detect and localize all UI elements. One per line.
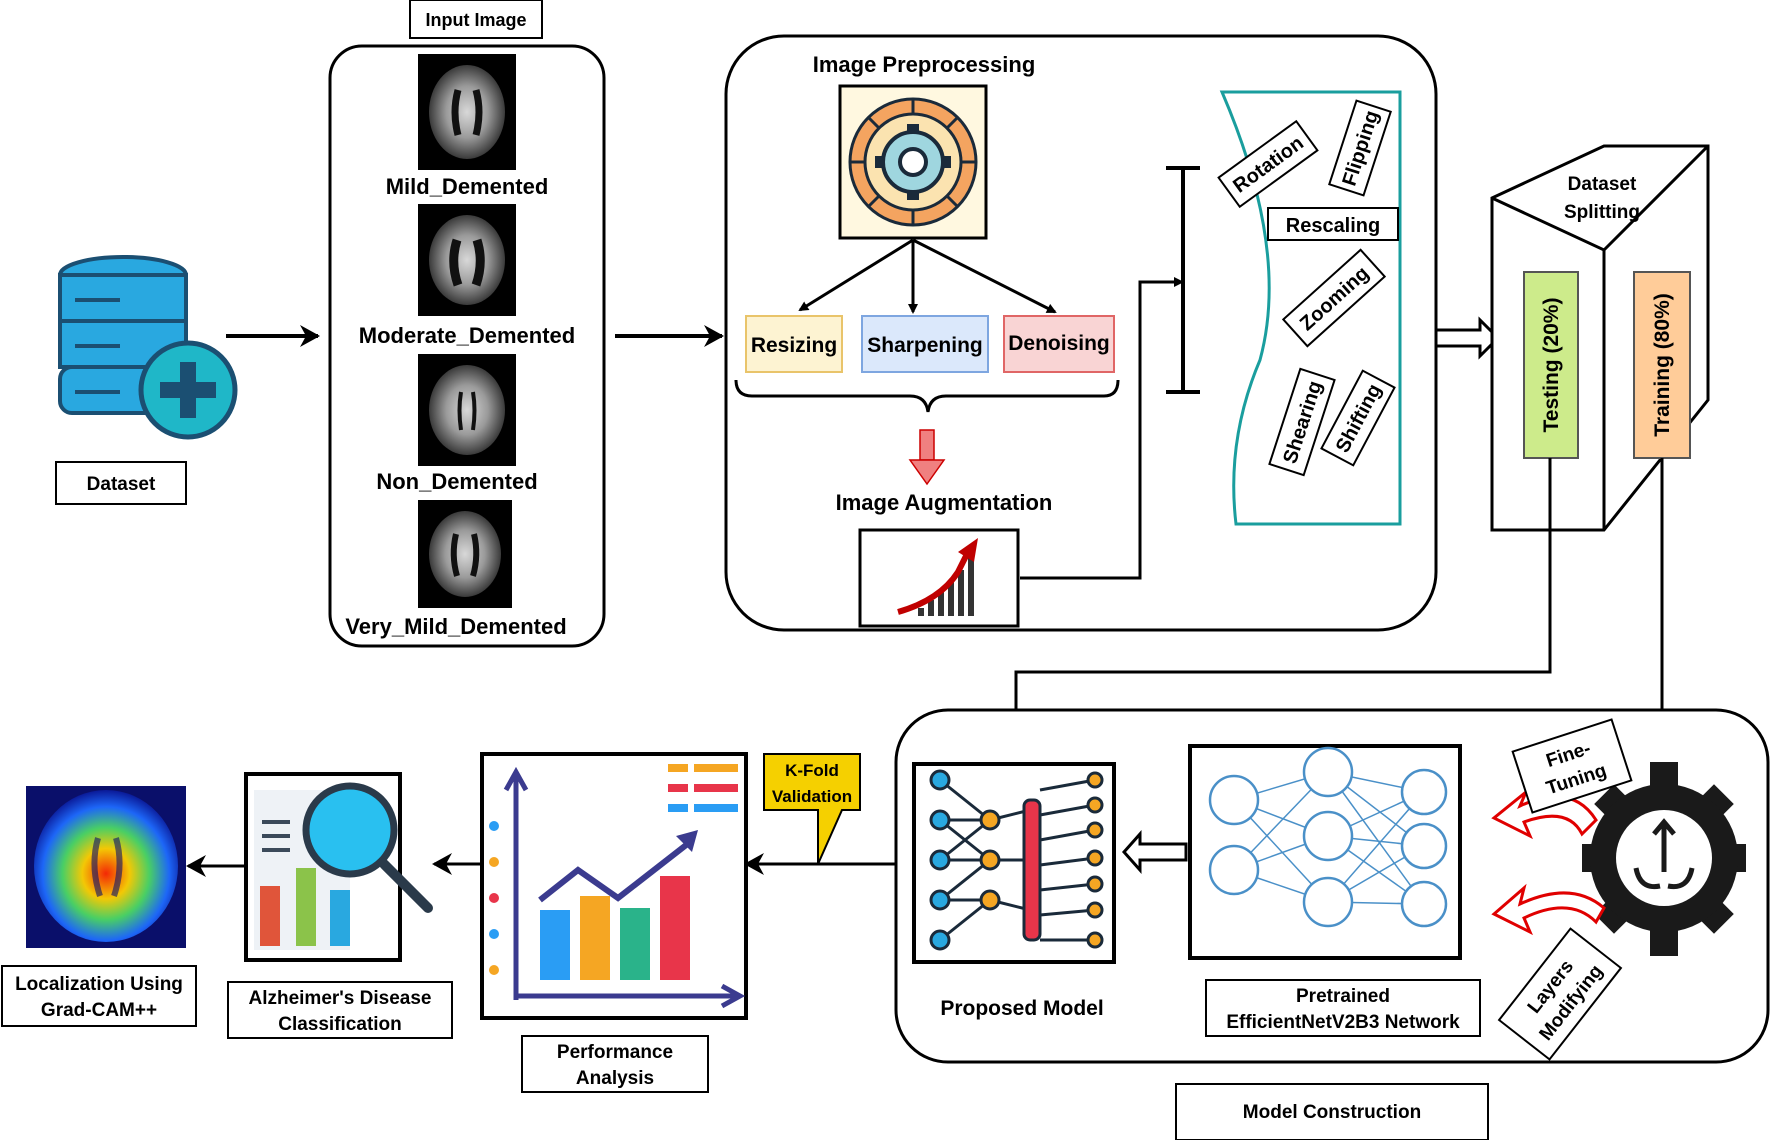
- class-label-very-mild: Very_Mild_Demented: [345, 614, 566, 639]
- mri-thumbnail: [418, 354, 516, 466]
- classification-label-1: Alzheimer's Disease: [248, 988, 431, 1009]
- hollow-arrow-to-proposed: [1121, 830, 1188, 874]
- class-label-moderate: Moderate_Demented: [359, 323, 575, 348]
- input-image-title: Input Image: [425, 10, 526, 30]
- input-image-panel: [328, 44, 606, 648]
- training-box: Training (80%): [1633, 271, 1691, 459]
- resizing-label: Resizing: [751, 334, 837, 357]
- resizing-box: Resizing: [745, 315, 843, 373]
- augmentation-bracket: [1166, 166, 1200, 394]
- class-label-non: Non_Demented: [376, 469, 537, 494]
- sharpening-label: Sharpening: [867, 334, 983, 357]
- kfold-callout: K-Fold Validation: [763, 753, 861, 865]
- classification-label-2: Classification: [278, 1014, 402, 1035]
- dataset-splitting-label-2: Splitting: [1564, 202, 1640, 223]
- input-image-title-box: Input Image: [409, 0, 543, 39]
- layers-modifying-arrow-icon: [1491, 883, 1606, 936]
- pretrained-label-2: EfficientNetV2B3 Network: [1226, 1012, 1460, 1033]
- preprocessing-title: Image Preprocessing: [813, 52, 1036, 77]
- arrow-augmentation-to-methods: [1020, 277, 1184, 580]
- testing-box: Testing (20%): [1523, 271, 1579, 459]
- neural-chip-icon: [912, 762, 1116, 964]
- performance-chart-icon: [480, 752, 748, 1020]
- sharpening-box: Sharpening: [861, 315, 989, 373]
- mri-thumbnail: [418, 500, 512, 608]
- down-arrow-icon: [908, 429, 946, 486]
- neural-network-icon: [1188, 744, 1462, 960]
- hollow-arrow-to-splitting: [1434, 316, 1501, 360]
- classification-label-box: Alzheimer's Disease Classification: [227, 981, 453, 1039]
- kfold-label-2: Validation: [772, 787, 852, 806]
- rescaling-box: Rescaling: [1267, 207, 1399, 241]
- pretrained-label-box: Pretrained EfficientNetV2B3 Network: [1205, 979, 1481, 1037]
- model-construction-label-box: Model Construction: [1175, 1083, 1489, 1140]
- augmentation-title: Image Augmentation: [836, 490, 1053, 515]
- localization-label-1: Localization Using: [15, 974, 183, 995]
- mri-thumbnail: [418, 54, 516, 170]
- class-label-mild: Mild_Demented: [386, 174, 549, 199]
- performance-label-1: Performance: [557, 1042, 673, 1063]
- mri-thumbnail: [418, 204, 516, 316]
- testing-label: Testing (20%): [1540, 298, 1563, 433]
- rescaling-label: Rescaling: [1286, 215, 1380, 237]
- dataset-splitting-label-1: Dataset: [1568, 174, 1637, 195]
- fine-tuning-arrow-icon: [1491, 790, 1598, 840]
- gear-icon: [838, 84, 988, 240]
- localization-label-2: Grad-CAM++: [41, 1000, 157, 1021]
- dataset-label: Dataset: [87, 474, 156, 495]
- database-icon: [58, 255, 238, 440]
- gradcam-heatmap: [26, 786, 186, 948]
- tuning-gear-icon: [1582, 762, 1746, 956]
- denoising-label: Denoising: [1008, 332, 1110, 355]
- dataset-label-box: Dataset: [55, 461, 187, 505]
- denoising-box: Denoising: [1003, 315, 1115, 373]
- performance-label-2: Analysis: [576, 1068, 654, 1089]
- proposed-model-label: Proposed Model: [940, 997, 1103, 1020]
- fine-tuning-box: Fine- Tuning: [1511, 718, 1633, 814]
- localization-label-box: Localization Using Grad-CAM++: [1, 965, 197, 1027]
- training-label: Training (80%): [1651, 293, 1674, 437]
- model-construction-label: Model Construction: [1243, 1102, 1421, 1123]
- preprocessing-brace: [734, 379, 1120, 413]
- pretrained-label-1: Pretrained: [1296, 986, 1390, 1007]
- classification-icon: [244, 772, 433, 962]
- kfold-label-1: K-Fold: [785, 761, 839, 780]
- growth-chart-icon: [858, 528, 1020, 628]
- performance-label-box: Performance Analysis: [521, 1035, 709, 1093]
